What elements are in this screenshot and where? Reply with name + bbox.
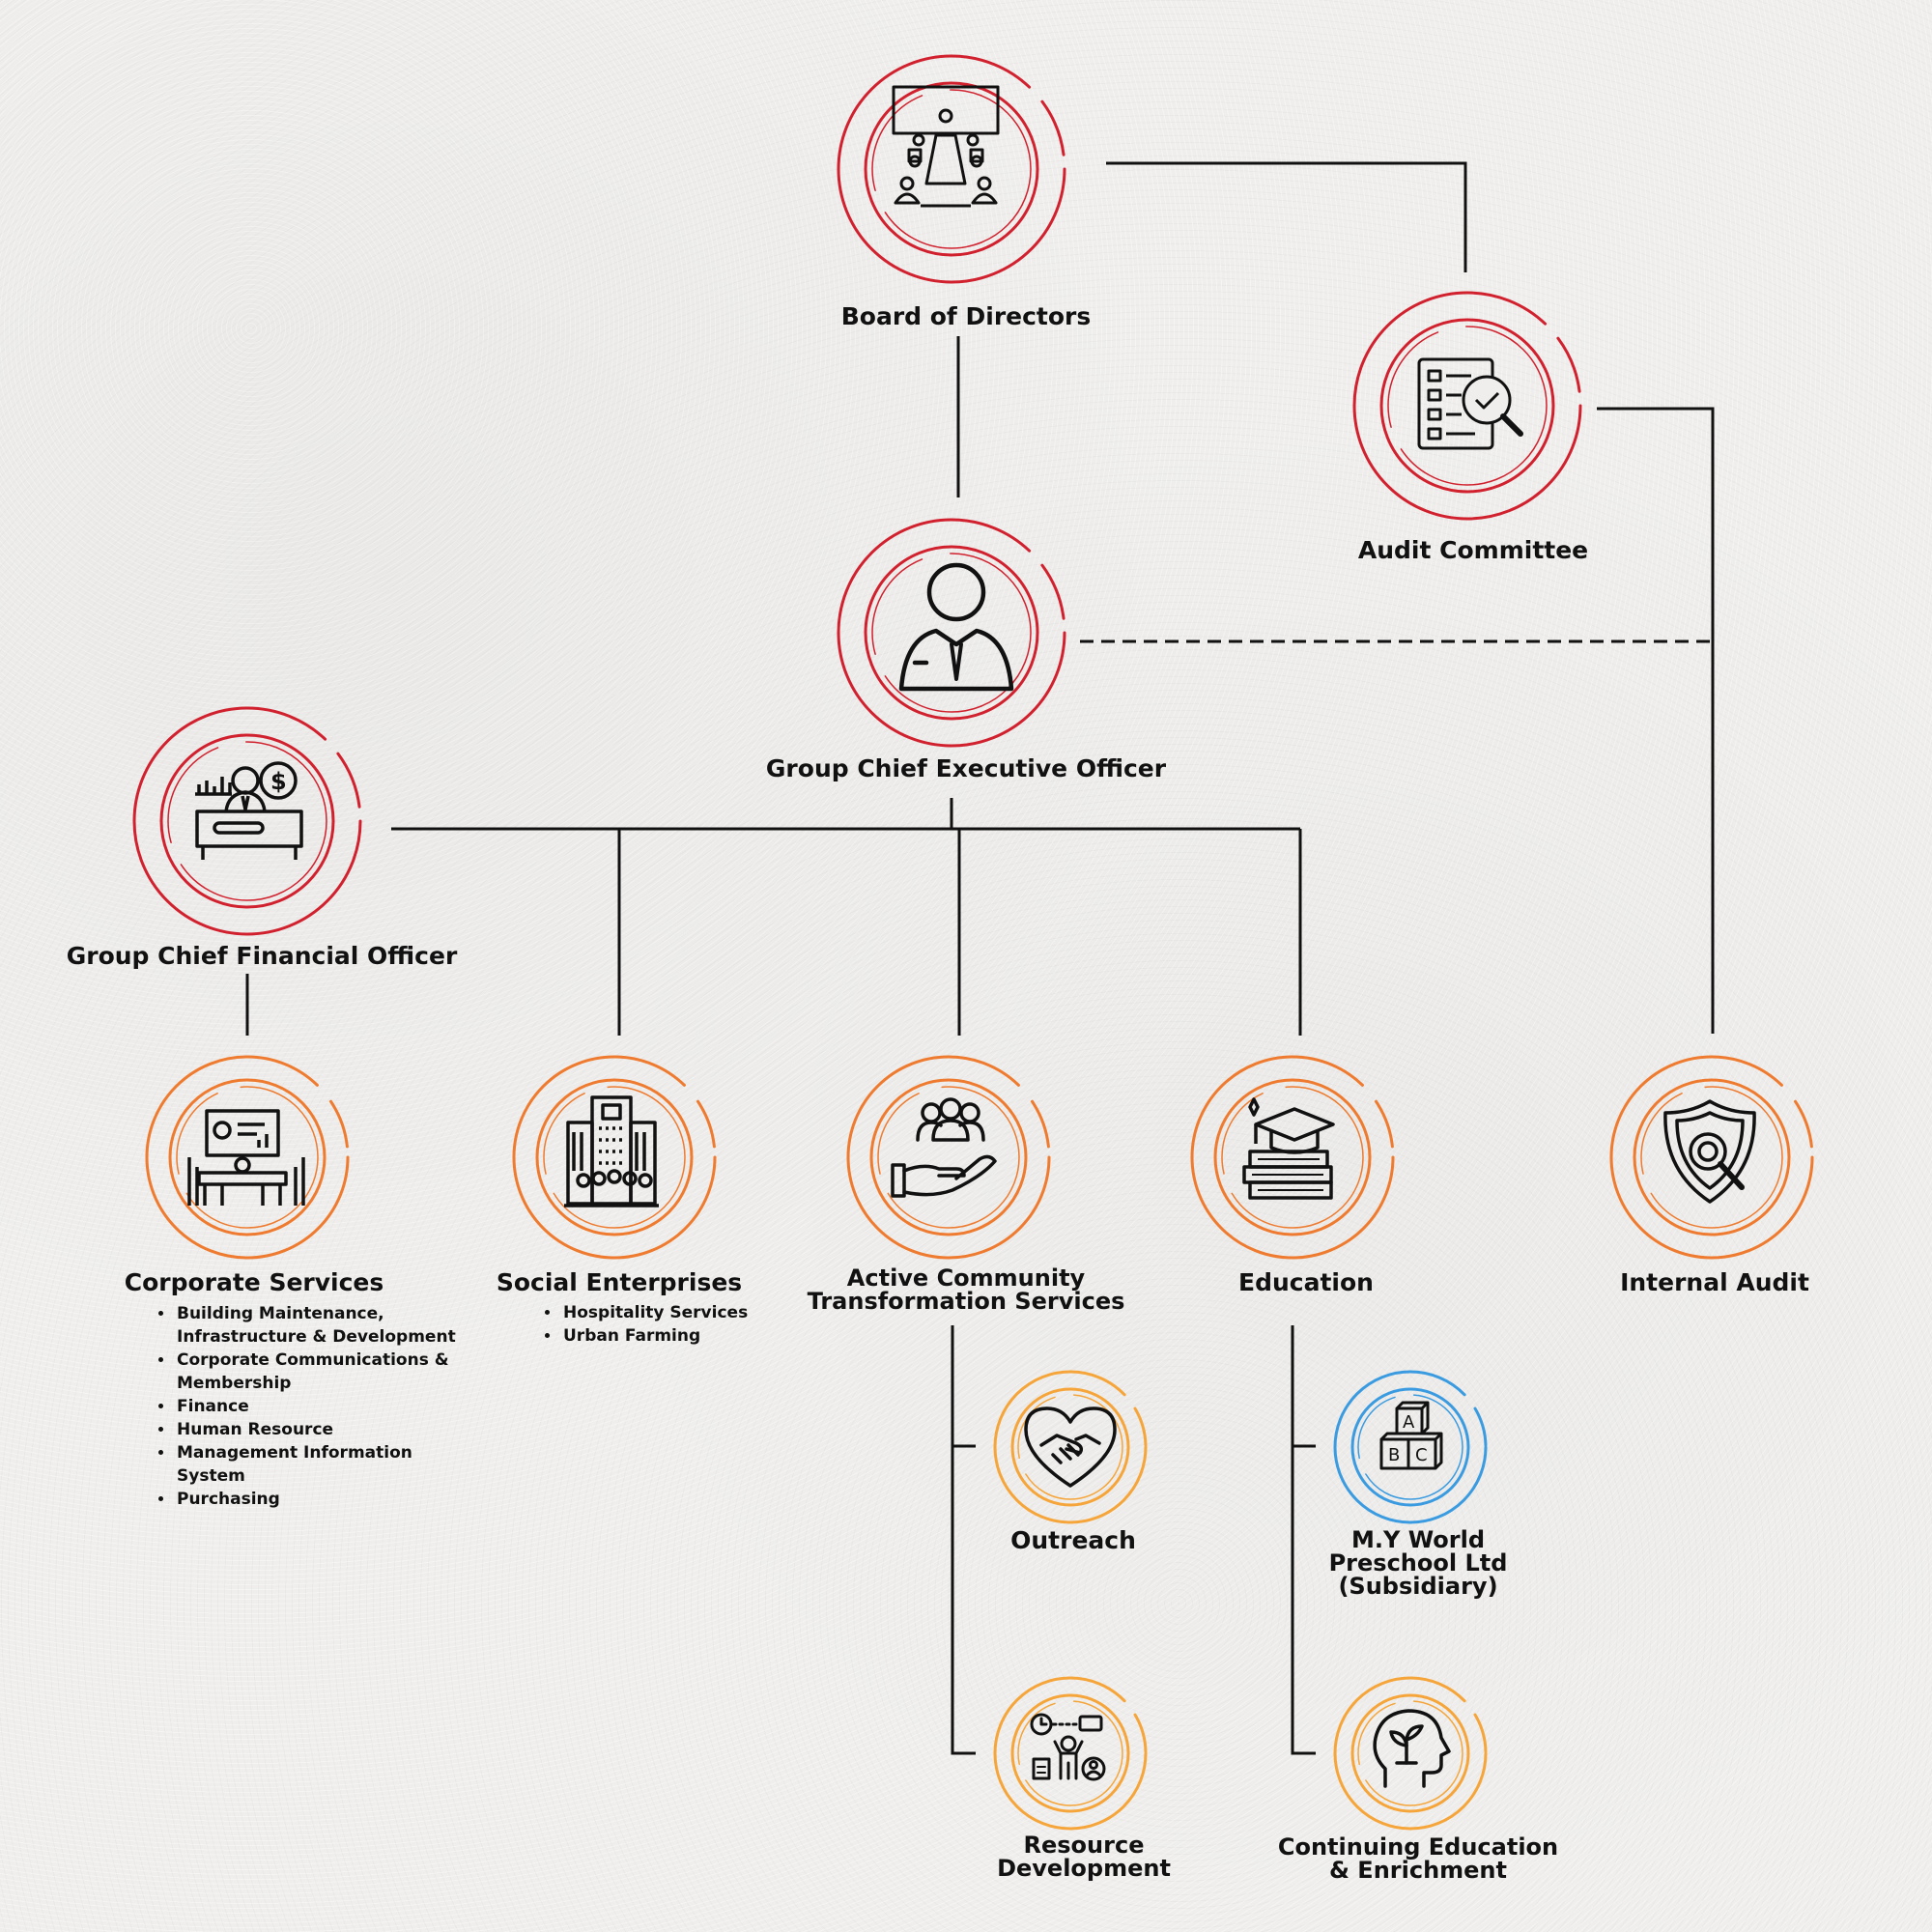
board-of-directors-label: Board of Directors: [840, 302, 1092, 330]
businessman-icon: [898, 562, 1014, 692]
list-item: Urban Farming: [561, 1324, 748, 1348]
ring: [1333, 1676, 1488, 1831]
line-education-children: [1291, 1325, 1316, 1755]
resource-development-label: Resource Development: [997, 1832, 1171, 1882]
ring: [837, 54, 1066, 284]
graduation-books-icon: [1242, 1097, 1335, 1200]
corporate-services-node[interactable]: [122, 1032, 373, 1283]
line-audit-committee-to-internal-audit: [1597, 407, 1715, 1034]
ring: A B C: [1333, 1370, 1488, 1524]
ring: [1190, 1055, 1395, 1260]
audit-committee-label: Audit Committee: [1357, 536, 1589, 564]
boardroom-meeting-icon: [892, 85, 1000, 208]
board-of-directors-node[interactable]: [826, 43, 1077, 295]
svg-text:$: $: [270, 768, 287, 795]
ceo-node[interactable]: [826, 507, 1077, 758]
cfo-node[interactable]: $: [122, 696, 373, 947]
ring: [512, 1055, 717, 1260]
abc-blocks-icon: A B C: [1379, 1401, 1443, 1470]
internal-audit-node[interactable]: [1586, 1032, 1837, 1283]
continuing-education-label: Continuing Education & Enrichment: [1277, 1833, 1559, 1884]
resource-development-node[interactable]: [945, 1628, 1196, 1879]
svg-text:A: A: [1403, 1412, 1415, 1433]
hand-community-icon: [891, 1097, 997, 1198]
ring: [993, 1676, 1148, 1831]
list-item: Finance: [175, 1395, 456, 1418]
ring: $: [132, 706, 362, 936]
presentation-meeting-icon: [187, 1109, 305, 1206]
list-item: Building Maintenance,Infrastructure & De…: [175, 1302, 456, 1349]
acts-label: Active Community Transformation Services: [807, 1264, 1125, 1315]
line-acts-children: [951, 1325, 976, 1755]
internal-audit-label: Internal Audit: [1620, 1268, 1809, 1296]
ring: [993, 1370, 1148, 1524]
ring: [145, 1055, 350, 1260]
ring: [837, 518, 1066, 748]
head-plant-icon: [1373, 1709, 1451, 1788]
heart-handshake-icon: [1024, 1406, 1117, 1488]
education-node[interactable]: [1167, 1032, 1418, 1283]
social-enterprises-label: Social Enterprises: [496, 1268, 743, 1296]
audit-committee-node[interactable]: [1342, 280, 1593, 531]
svg-text:C: C: [1415, 1445, 1428, 1465]
building-people-icon: [564, 1095, 659, 1208]
continuing-education-node[interactable]: [1285, 1628, 1536, 1879]
person-resources-icon: [1030, 1713, 1106, 1781]
corporate-services-label: Corporate Services: [124, 1268, 384, 1296]
ceo-label: Group Chief Executive Officer: [765, 754, 1167, 782]
line-board-to-audit-committee: [1106, 161, 1467, 272]
social-enterprises-list: Hospitality Services Urban Farming: [538, 1301, 748, 1348]
ring: [846, 1055, 1051, 1260]
shield-magnifier-icon: [1663, 1099, 1756, 1204]
preschool-label: M.Y World Preschool Ltd (Subsidiary): [1328, 1526, 1508, 1600]
ring: [1609, 1055, 1814, 1260]
list-item: Hospitality Services: [561, 1301, 748, 1324]
social-enterprises-node[interactable]: [489, 1032, 740, 1283]
list-item: Purchasing: [175, 1488, 456, 1511]
corporate-services-list: Building Maintenance,Infrastructure & De…: [152, 1302, 456, 1511]
cfo-label: Group Chief Financial Officer: [66, 942, 458, 970]
education-label: Education: [1238, 1268, 1374, 1296]
list-item: Corporate Communications &Membership: [175, 1349, 456, 1395]
outreach-node[interactable]: [945, 1321, 1196, 1573]
preschool-node[interactable]: A B C: [1285, 1321, 1536, 1573]
finance-officer-desk-icon: $: [195, 761, 303, 860]
list-item: Human Resource: [175, 1418, 456, 1441]
outreach-label: Outreach: [1010, 1526, 1136, 1554]
ring: [1352, 291, 1582, 521]
checklist-magnifier-icon: [1417, 357, 1523, 450]
acts-node[interactable]: [823, 1032, 1074, 1283]
svg-text:B: B: [1388, 1445, 1400, 1465]
